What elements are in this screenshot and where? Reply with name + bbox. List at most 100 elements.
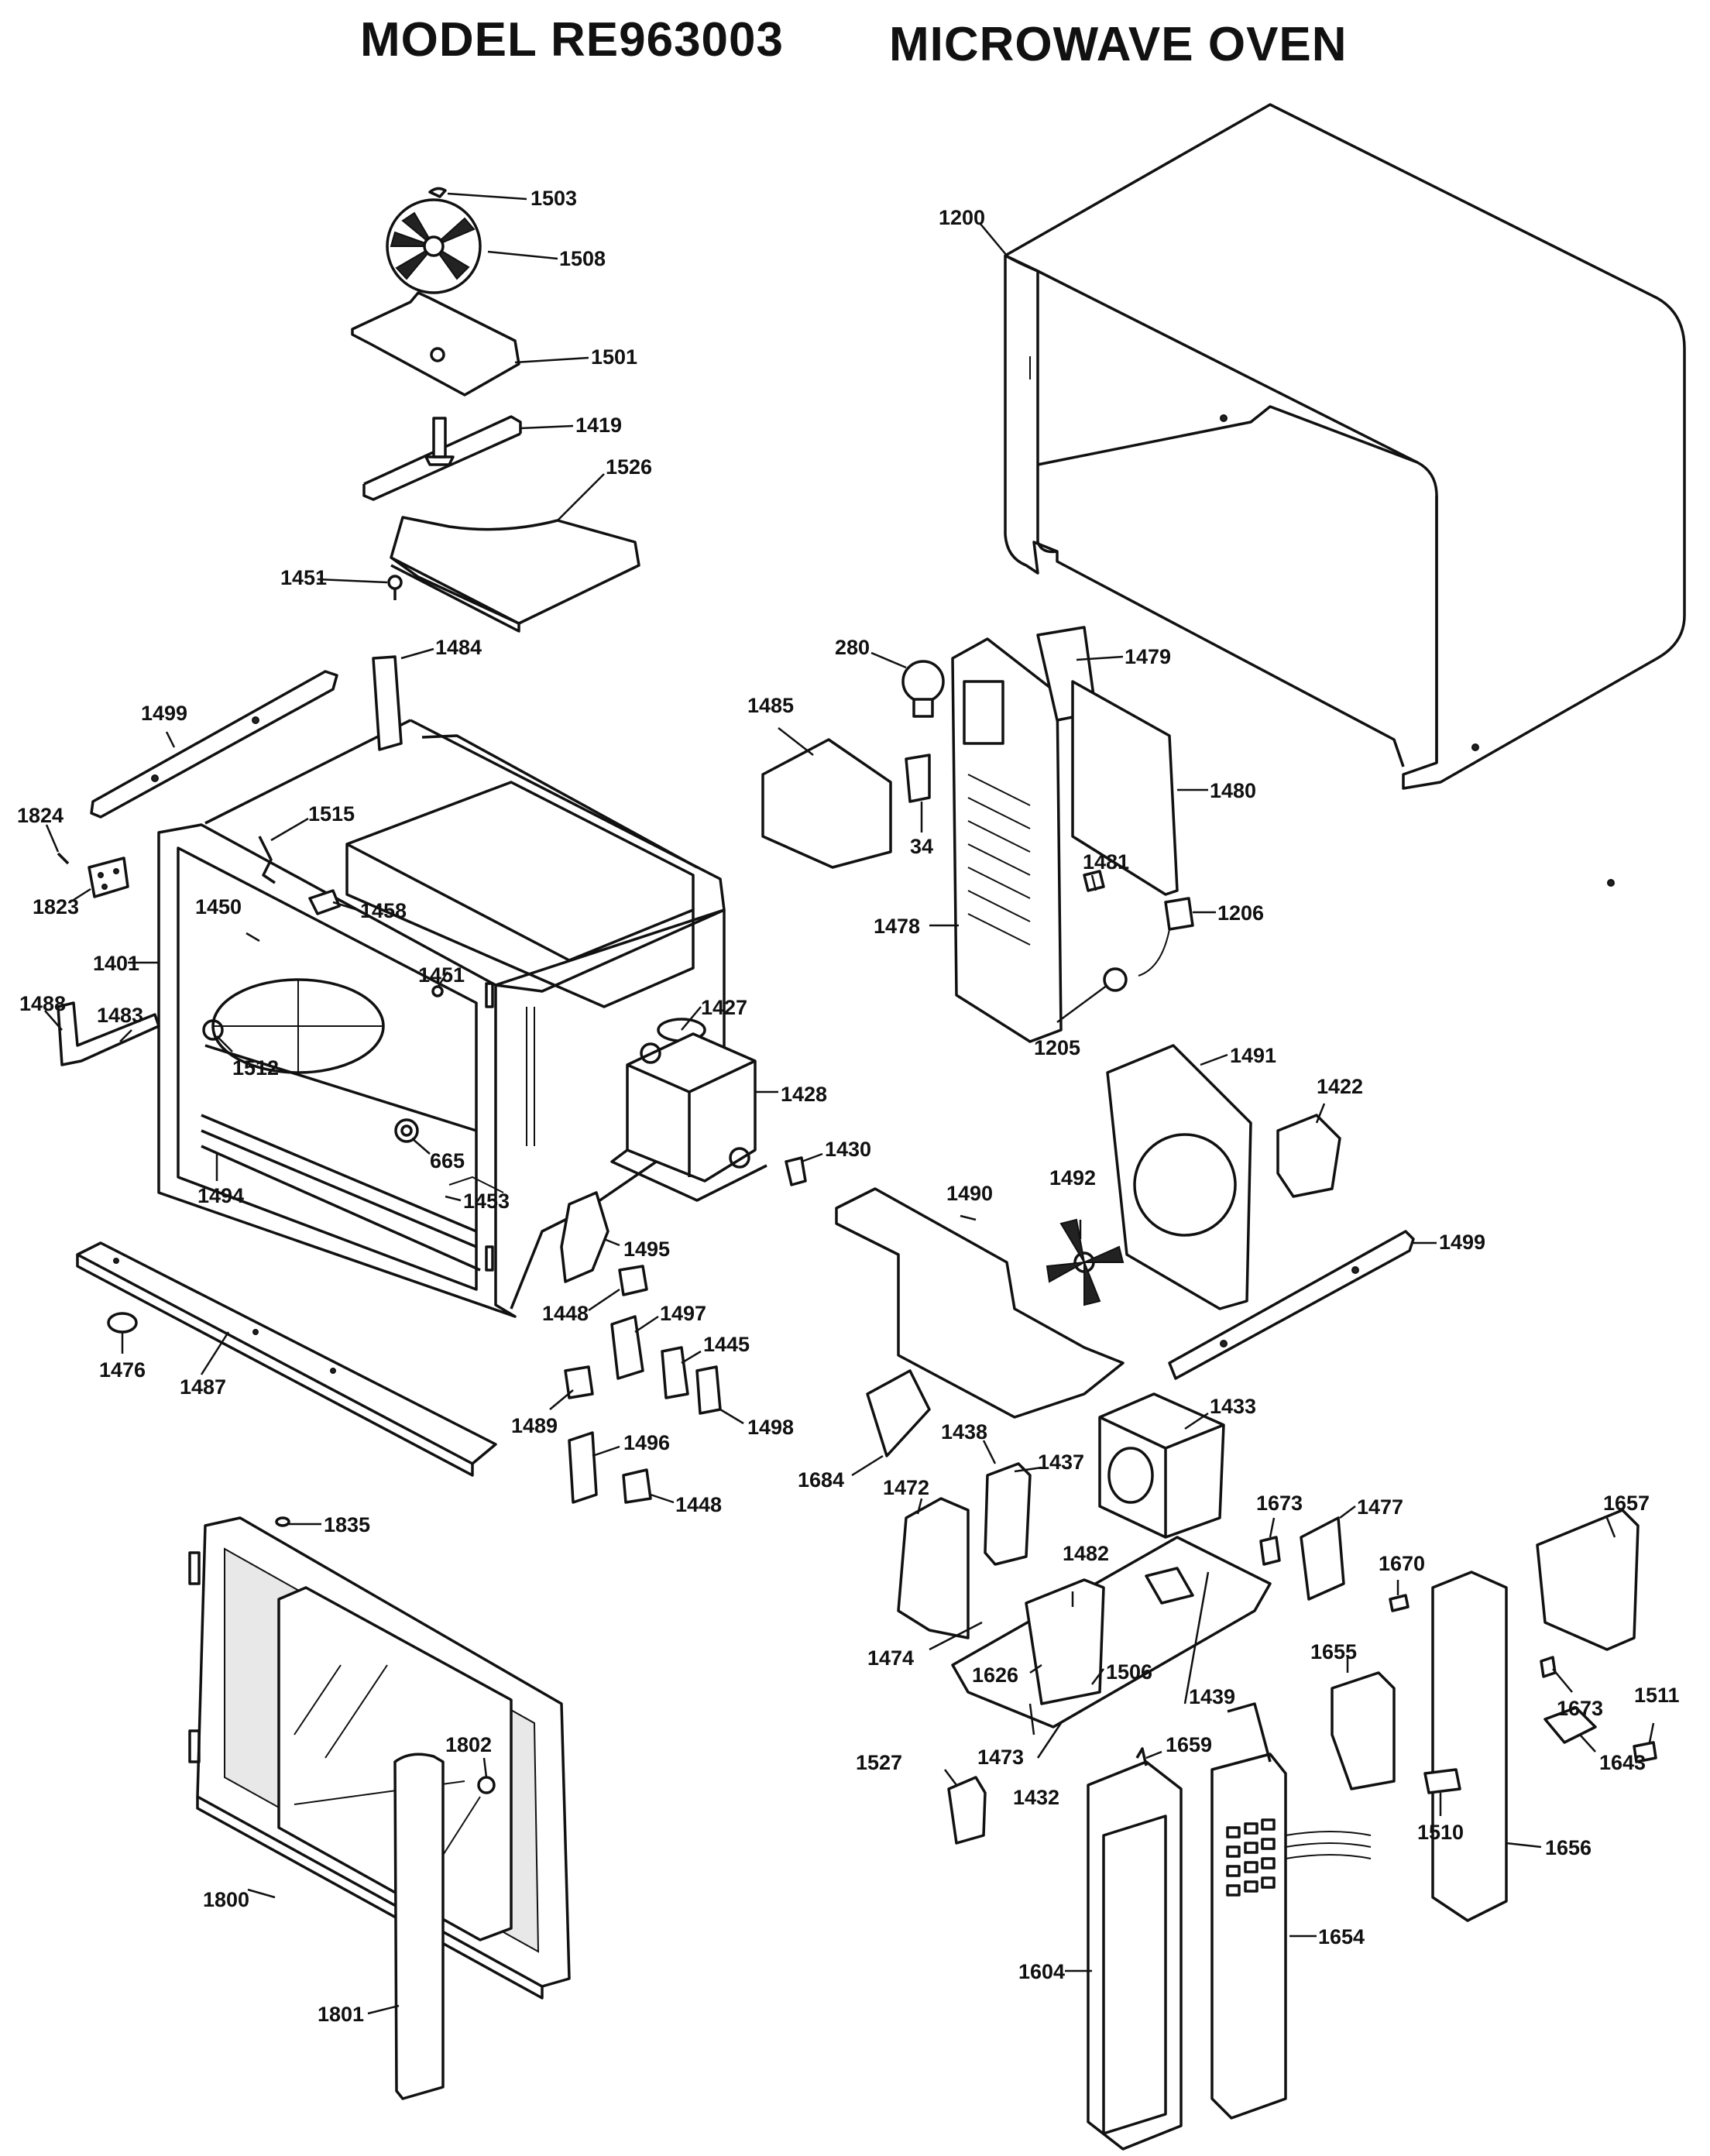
label-1451-top: 1451 bbox=[280, 566, 327, 589]
label-1448-lower: 1448 bbox=[675, 1493, 722, 1516]
label-1835: 1835 bbox=[324, 1513, 370, 1536]
label-1510: 1510 bbox=[1417, 1821, 1464, 1844]
label-1526: 1526 bbox=[606, 455, 652, 479]
door-1800-illustration bbox=[188, 1516, 571, 2100]
stirrer-fan-assembly-illustration bbox=[351, 187, 640, 633]
board-1482-shape bbox=[1025, 1578, 1105, 1705]
oven-cavity-illustration bbox=[157, 655, 726, 1318]
label-1512: 1512 bbox=[232, 1056, 279, 1080]
bracket-1527-shape bbox=[947, 1776, 987, 1845]
label-665: 665 bbox=[430, 1149, 465, 1172]
label-1626: 1626 bbox=[972, 1663, 1018, 1687]
label-1453: 1453 bbox=[463, 1190, 510, 1213]
fan-housing-1491-illustration bbox=[1106, 1044, 1252, 1310]
label-1484: 1484 bbox=[435, 636, 482, 659]
product-title: MICROWAVE OVEN bbox=[889, 18, 1348, 71]
switch-1655-shape bbox=[1331, 1671, 1396, 1790]
part-1659-shape bbox=[1135, 1747, 1148, 1766]
label-1474: 1474 bbox=[867, 1646, 914, 1670]
keypad-1654-illustration bbox=[1210, 1702, 1372, 2120]
bottom-plate-1487-illustration bbox=[76, 1241, 497, 1477]
label-1419: 1419 bbox=[575, 414, 622, 437]
label-1497: 1497 bbox=[660, 1302, 706, 1325]
part-1670-shape bbox=[1389, 1594, 1410, 1612]
label-1506: 1506 bbox=[1106, 1660, 1152, 1684]
label-1451-mid: 1451 bbox=[418, 963, 465, 987]
label-1477: 1477 bbox=[1357, 1495, 1403, 1519]
label-1684: 1684 bbox=[798, 1468, 844, 1492]
label-1433: 1433 bbox=[1210, 1395, 1256, 1418]
panel-1480-illustration bbox=[1036, 626, 1179, 896]
label-1823: 1823 bbox=[33, 895, 79, 918]
label-1801: 1801 bbox=[318, 2003, 364, 2026]
transformer-1433-illustration bbox=[1098, 1392, 1225, 1539]
label-1200: 1200 bbox=[939, 206, 985, 229]
bar-1499-left-illustration bbox=[90, 670, 338, 819]
label-1515: 1515 bbox=[308, 802, 355, 826]
model-title: MODEL RE963003 bbox=[360, 13, 784, 67]
part-labels: 1503 1508 1501 1419 1526 1451 1200 280 1… bbox=[17, 187, 1680, 2026]
back-panel-1478-illustration bbox=[951, 637, 1063, 1043]
label-1439: 1439 bbox=[1189, 1685, 1235, 1708]
label-1824: 1824 bbox=[17, 804, 64, 827]
label-1476: 1476 bbox=[99, 1358, 146, 1382]
label-1659: 1659 bbox=[1166, 1733, 1212, 1756]
label-1472: 1472 bbox=[883, 1476, 929, 1499]
fan-blade-1492-illustration bbox=[1046, 1218, 1125, 1306]
label-1458: 1458 bbox=[360, 899, 407, 922]
label-1508: 1508 bbox=[559, 247, 606, 270]
cover-1657-shape bbox=[1536, 1509, 1640, 1651]
label-1494: 1494 bbox=[197, 1184, 244, 1207]
label-1473: 1473 bbox=[977, 1746, 1024, 1769]
label-1657: 1657 bbox=[1603, 1492, 1650, 1515]
label-1430: 1430 bbox=[825, 1138, 871, 1161]
label-1527: 1527 bbox=[856, 1751, 902, 1774]
control-frame-1604-illustration bbox=[1087, 1760, 1183, 2151]
label-1655: 1655 bbox=[1310, 1640, 1357, 1663]
label-1432: 1432 bbox=[1013, 1786, 1059, 1809]
label-1478: 1478 bbox=[874, 915, 920, 938]
label-1604: 1604 bbox=[1018, 1960, 1065, 1983]
label-1487: 1487 bbox=[180, 1375, 226, 1399]
label-1479: 1479 bbox=[1125, 645, 1171, 668]
magnetron-1428-illustration bbox=[610, 1032, 767, 1202]
label-1448-upper: 1448 bbox=[542, 1302, 589, 1325]
label-1656: 1656 bbox=[1545, 1836, 1592, 1859]
label-34: 34 bbox=[910, 835, 933, 858]
socket-34-shape bbox=[905, 754, 931, 803]
cover-1684-shape bbox=[866, 1369, 931, 1457]
label-1495: 1495 bbox=[623, 1238, 670, 1261]
label-1481: 1481 bbox=[1083, 850, 1129, 874]
motor-1422-shape bbox=[1276, 1114, 1341, 1198]
label-1670: 1670 bbox=[1379, 1552, 1425, 1575]
terminal-1477-shape bbox=[1300, 1516, 1345, 1601]
label-1802: 1802 bbox=[445, 1733, 492, 1756]
label-1491: 1491 bbox=[1230, 1044, 1276, 1067]
label-1450: 1450 bbox=[195, 895, 242, 918]
label-1437: 1437 bbox=[1038, 1450, 1084, 1474]
label-1401: 1401 bbox=[93, 952, 139, 975]
label-1673-lower: 1673 bbox=[1557, 1697, 1603, 1720]
left-small-parts-illustration bbox=[57, 852, 160, 1066]
label-1490: 1490 bbox=[946, 1182, 993, 1205]
lamp-280-illustration bbox=[901, 660, 945, 718]
frame-1490-illustration bbox=[835, 1187, 1125, 1419]
label-1480: 1480 bbox=[1210, 779, 1256, 802]
label-1499-right: 1499 bbox=[1439, 1231, 1485, 1254]
label-1205: 1205 bbox=[1034, 1036, 1080, 1059]
label-1511: 1511 bbox=[1634, 1684, 1680, 1707]
label-1499-left: 1499 bbox=[141, 702, 187, 725]
interlock-parts-illustration bbox=[560, 1191, 722, 1504]
label-1483: 1483 bbox=[97, 1004, 143, 1027]
part-1510-shape bbox=[1423, 1768, 1461, 1794]
label-280: 280 bbox=[835, 636, 870, 659]
label-1438: 1438 bbox=[941, 1420, 987, 1444]
part-1511-shape bbox=[1633, 1741, 1657, 1763]
label-1643: 1643 bbox=[1599, 1751, 1646, 1774]
outer-case-illustration bbox=[1004, 103, 1686, 887]
label-1422: 1422 bbox=[1317, 1075, 1363, 1098]
label-1800: 1800 bbox=[203, 1888, 249, 1911]
label-1496: 1496 bbox=[623, 1431, 670, 1454]
label-1427: 1427 bbox=[701, 996, 747, 1019]
